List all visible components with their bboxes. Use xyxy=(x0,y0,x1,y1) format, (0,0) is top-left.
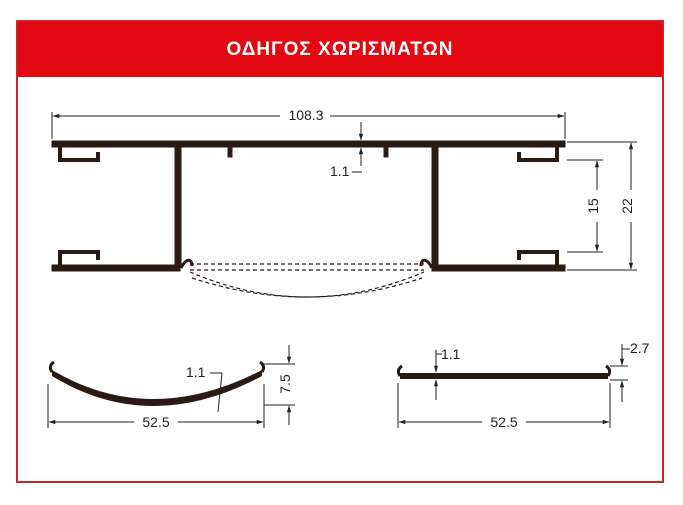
dim-top-thickness: 1.1 xyxy=(330,122,364,179)
right-clips xyxy=(517,147,559,265)
dim-label-flat-width: 52.5 xyxy=(490,414,517,430)
dim-top-width: 108.3 xyxy=(51,107,566,139)
dim-label-top-width: 108.3 xyxy=(288,107,323,123)
left-clips xyxy=(58,147,100,265)
page-title: ΟΔΗΓΟΣ ΧΩΡΙΣΜΑΤΩΝ xyxy=(18,22,662,77)
dim-label-top-thickness: 1.1 xyxy=(330,163,350,179)
flat-insert: 1.1 2.7 52.5 xyxy=(396,340,650,430)
dashed-insert xyxy=(189,263,425,298)
dim-inner-height: 15 xyxy=(567,159,603,253)
dim-label-inner-height: 15 xyxy=(585,198,601,214)
main-profile xyxy=(51,140,566,272)
dim-label-curved-height: 7.5 xyxy=(277,374,293,394)
dim-label-curved-width: 52.5 xyxy=(142,414,169,430)
dim-total-height: 22 xyxy=(567,141,637,271)
curved-insert: 1.1 7.5 52.5 xyxy=(47,345,295,430)
dim-label-flat-thickness: 1.1 xyxy=(441,346,461,362)
dim-label-total-height: 22 xyxy=(619,198,635,214)
dim-label-flat-height: 2.7 xyxy=(630,340,650,356)
dim-label-curved-thickness: 1.1 xyxy=(186,364,206,380)
